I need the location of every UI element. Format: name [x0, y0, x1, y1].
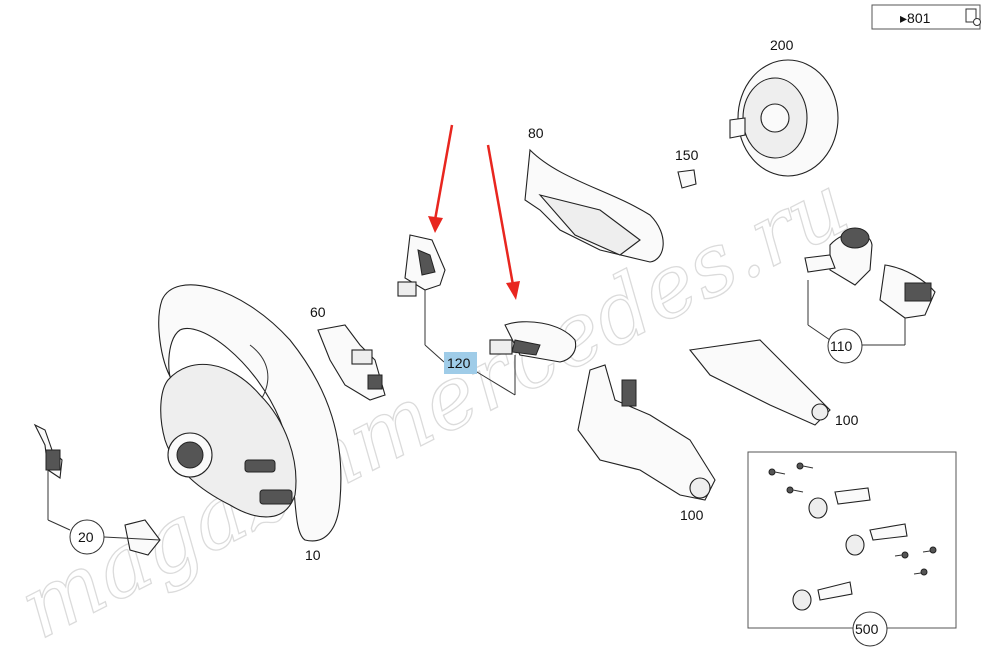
callout-20[interactable]: 20 — [69, 519, 105, 555]
svg-text:10: 10 — [305, 547, 321, 563]
callout-80[interactable]: 80 — [528, 125, 544, 141]
part-80[interactable] — [524, 148, 664, 263]
svg-text:120: 120 — [447, 355, 471, 371]
svg-text:80: 80 — [528, 125, 544, 141]
part-60[interactable] — [317, 324, 386, 401]
callout-110[interactable]: 110 — [827, 328, 863, 364]
page-settings-icon[interactable] — [965, 8, 981, 26]
callout-150[interactable]: 150 — [675, 147, 699, 163]
part-500-kit[interactable] — [747, 451, 957, 629]
part-steering-wheel[interactable] — [158, 284, 342, 542]
part-100-cover-lower[interactable] — [577, 364, 716, 501]
svg-text:20: 20 — [78, 529, 94, 545]
red-arrow-upper — [428, 124, 454, 233]
kit-springs-pins — [792, 487, 908, 611]
callout-100-lower[interactable]: 100 — [680, 507, 704, 523]
svg-text:500: 500 — [855, 621, 879, 637]
svg-text:100: 100 — [680, 507, 704, 523]
part-120-switch[interactable] — [489, 321, 577, 363]
callout-200[interactable]: 200 — [770, 37, 794, 53]
callout-500[interactable]: 500 — [852, 611, 888, 647]
part-150[interactable] — [677, 169, 697, 189]
leader-lines — [47, 280, 906, 541]
part-20[interactable] — [33, 423, 161, 556]
kit-screws — [768, 462, 937, 576]
svg-text:60: 60 — [310, 304, 326, 320]
callout-10[interactable]: 10 — [305, 547, 321, 563]
part-200-airbag[interactable] — [729, 59, 839, 177]
svg-text:▸801: ▸801 — [900, 10, 931, 26]
svg-text:110: 110 — [830, 338, 853, 354]
part-110[interactable] — [804, 227, 936, 319]
callout-120[interactable]: 120 — [444, 352, 477, 374]
red-arrow-lower — [486, 144, 520, 300]
svg-text:200: 200 — [770, 37, 794, 53]
svg-text:100: 100 — [835, 412, 859, 428]
switch-upper[interactable] — [397, 234, 446, 297]
svg-text:150: 150 — [675, 147, 699, 163]
reference-box[interactable]: ▸801 — [871, 4, 981, 30]
callout-100-upper[interactable]: 100 — [835, 412, 859, 428]
callout-60[interactable]: 60 — [310, 304, 326, 320]
part-100-cover-upper[interactable] — [688, 339, 831, 426]
